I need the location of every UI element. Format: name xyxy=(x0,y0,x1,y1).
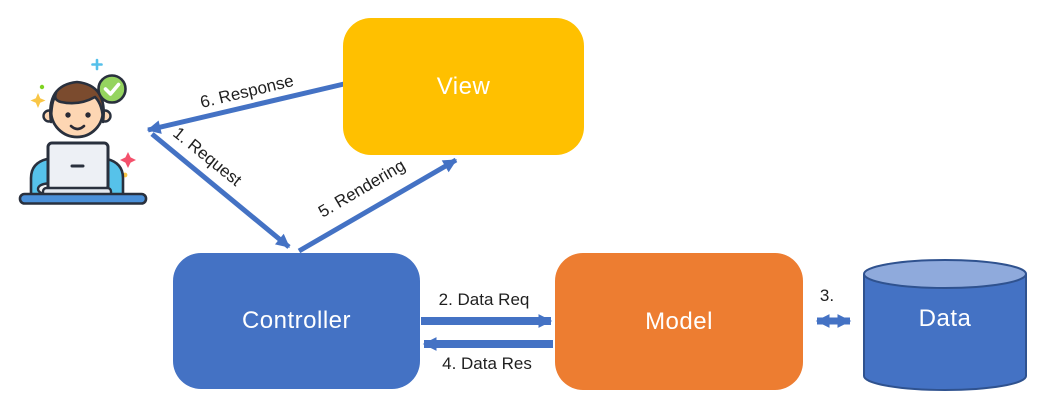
node-model-label: Model xyxy=(645,307,713,335)
node-view: View xyxy=(343,18,584,155)
check-icon xyxy=(103,82,121,96)
desk xyxy=(18,192,148,205)
arrow-request xyxy=(150,132,291,249)
cylinder-body xyxy=(863,274,1027,391)
check-badge-icon xyxy=(97,74,127,104)
sparkle-star-pink xyxy=(120,152,136,168)
user-hair xyxy=(49,80,105,124)
cylinder-top xyxy=(863,259,1027,289)
sparkle-plus-icon xyxy=(91,58,103,71)
arrow-response xyxy=(146,81,345,134)
user-at-laptop-icon xyxy=(18,58,148,205)
edge-label-data-req: 2. Data Req xyxy=(438,290,530,309)
arrow-rendering xyxy=(297,157,458,254)
user-eye xyxy=(85,112,91,118)
user-smile xyxy=(69,124,86,131)
user-eye xyxy=(65,112,71,118)
edge-label-model-data: 3. xyxy=(819,286,835,305)
node-model: Model xyxy=(555,253,803,390)
node-view-label: View xyxy=(436,72,491,100)
sparkle-star-yellow xyxy=(30,93,46,108)
sparkle-dot-green xyxy=(39,84,45,90)
node-data-label: Data xyxy=(918,305,972,332)
node-controller: Controller xyxy=(173,253,420,389)
node-data-cylinder xyxy=(863,259,1027,391)
node-controller-label: Controller xyxy=(241,307,352,334)
edge-label-data-res: 4. Data Res xyxy=(442,354,532,373)
